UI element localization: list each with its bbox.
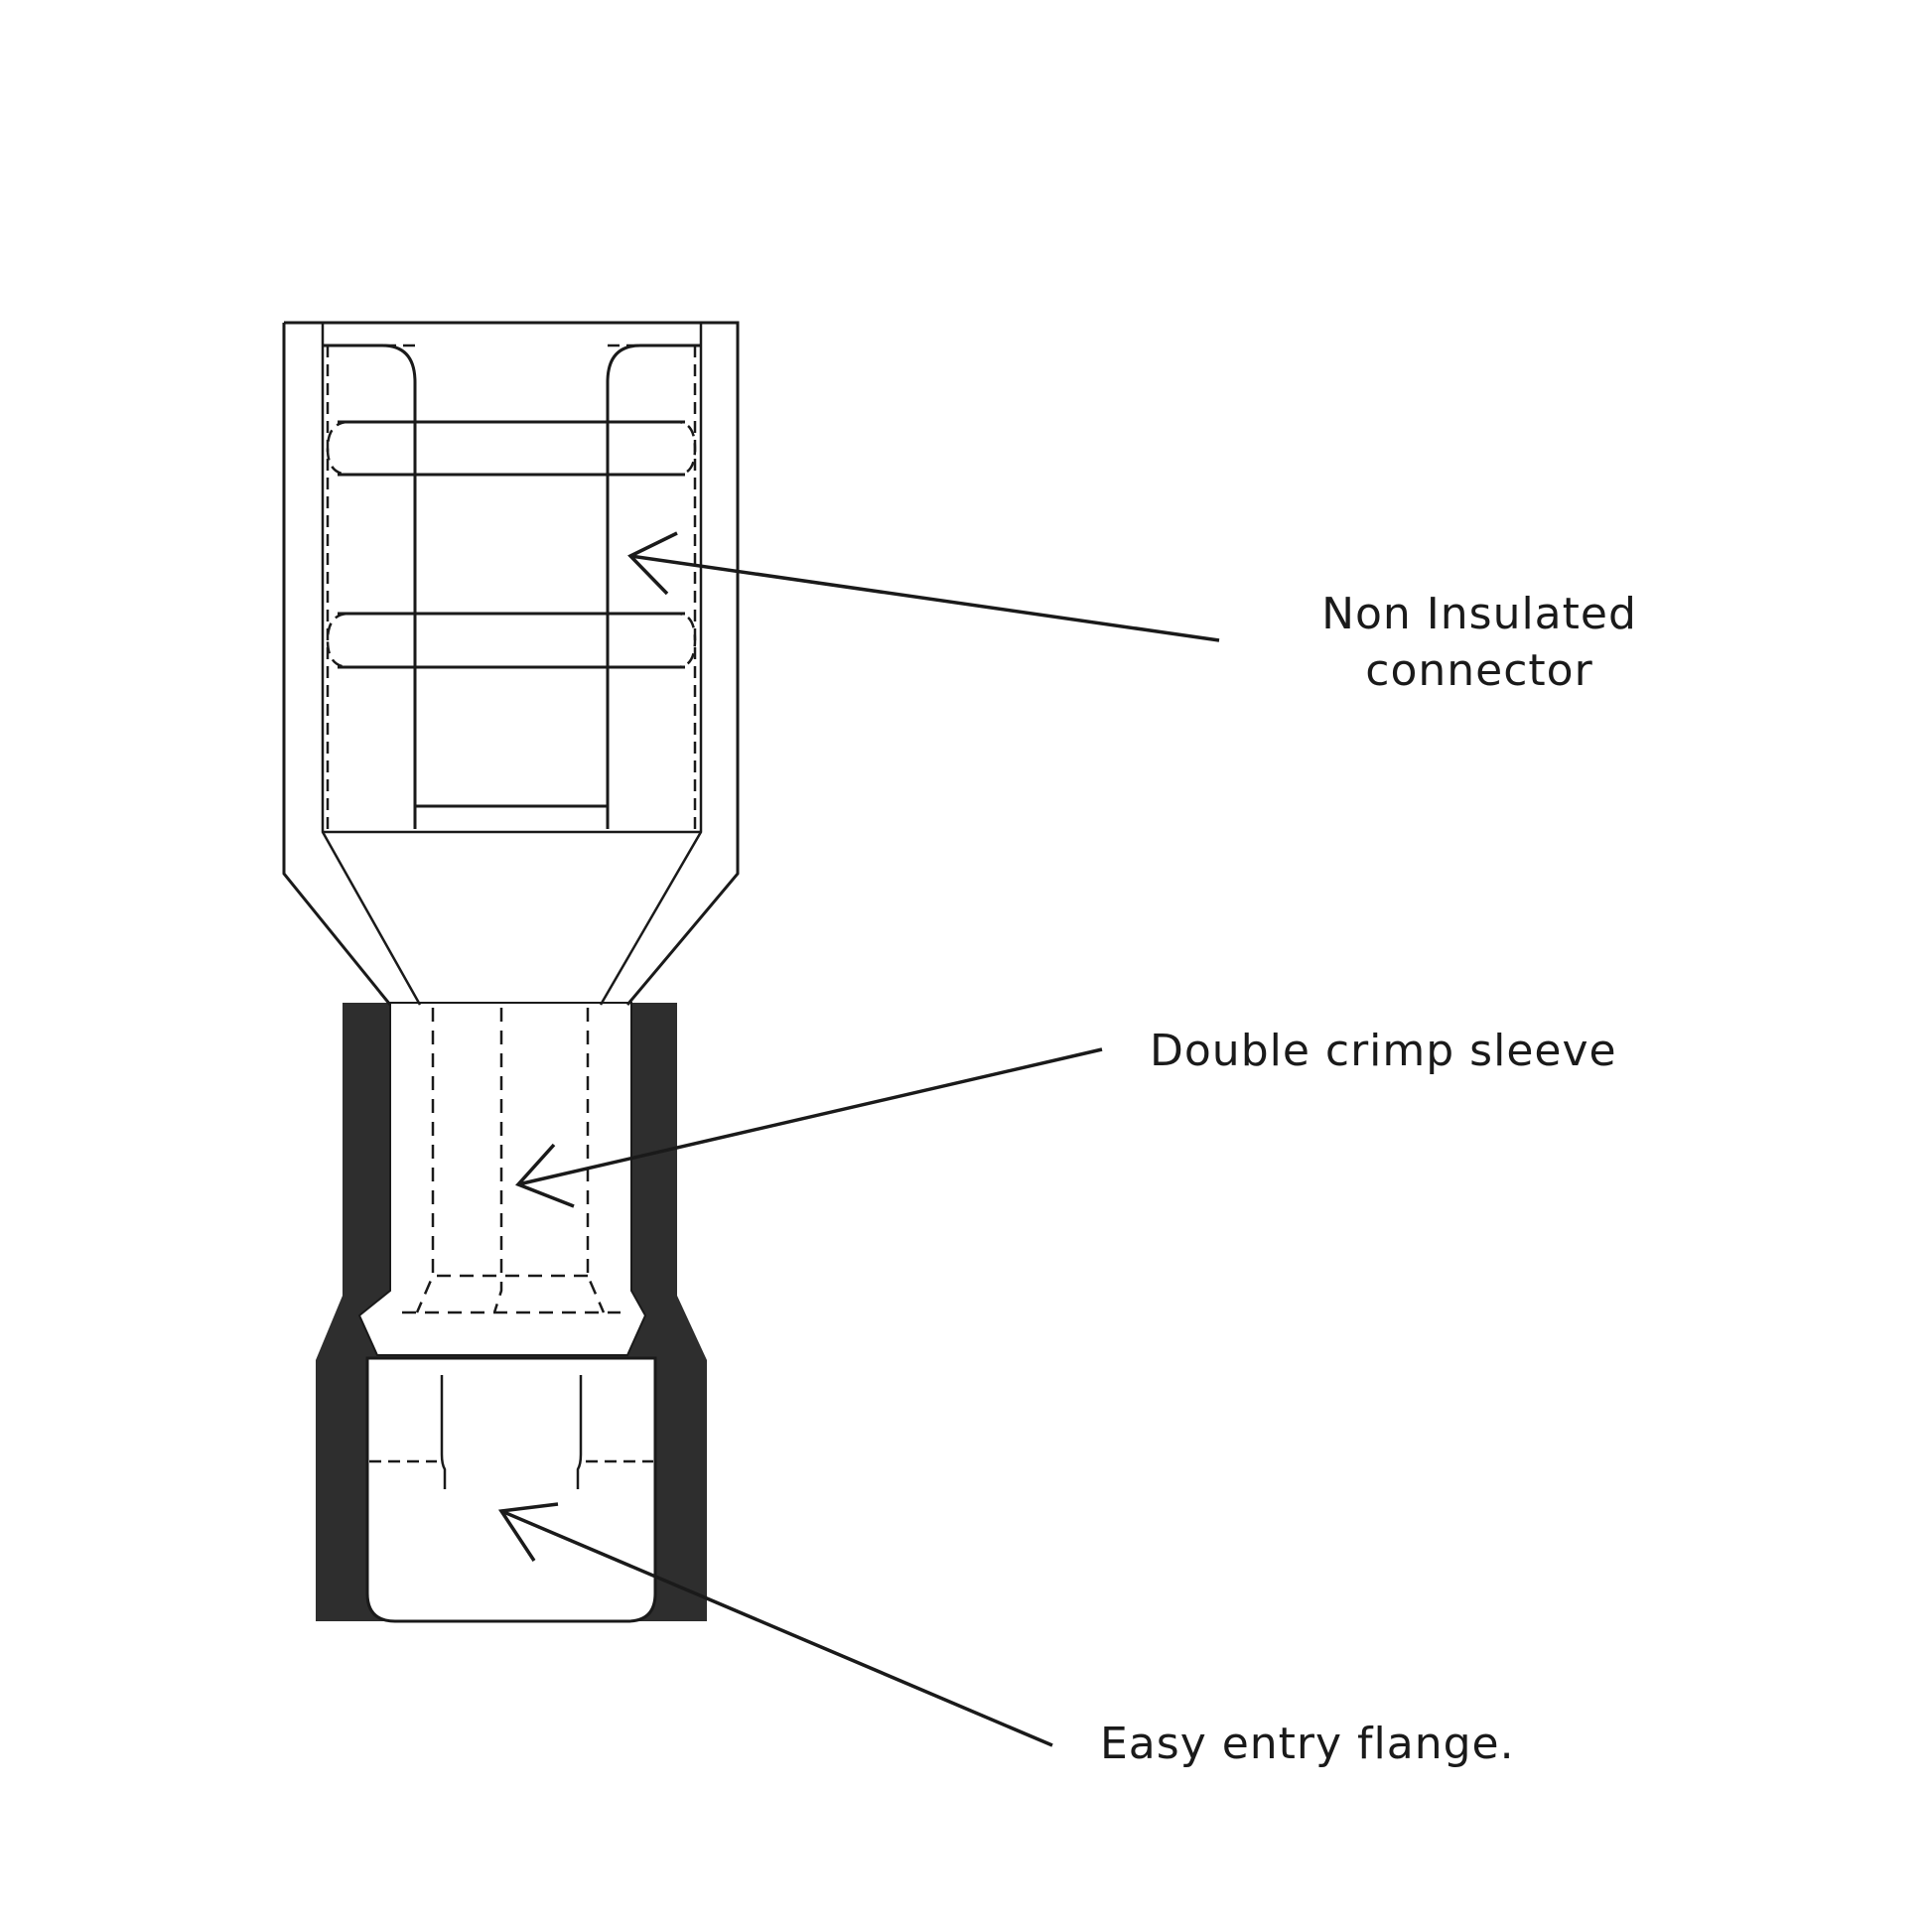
arrow-easy-entry <box>497 1502 1053 1747</box>
double-crimp-sleeve-label: Double crimp sleeve <box>1150 1026 1617 1076</box>
right-rail <box>606 344 701 829</box>
flange-interior-marks <box>369 1375 653 1489</box>
spring-contact-dashed <box>326 344 697 832</box>
non-insulated-connector-label: Non Insulated connector <box>1291 586 1668 699</box>
connector-body-inner <box>321 323 703 1006</box>
flange-entry-cavity <box>365 1356 657 1623</box>
left-rail <box>323 344 417 829</box>
barrel-dashed-lines <box>402 1008 621 1314</box>
spring-contact-lines <box>338 420 685 808</box>
easy-entry-flange-label: Easy entry flange. <box>1100 1719 1515 1769</box>
non-insulated-line1: Non Insulated <box>1321 589 1637 639</box>
non-insulated-line2: connector <box>1365 645 1593 697</box>
connector-body-outer <box>282 321 740 1006</box>
arrow-double-crimp <box>515 1047 1103 1208</box>
arrow-non-insulated <box>627 531 1220 642</box>
